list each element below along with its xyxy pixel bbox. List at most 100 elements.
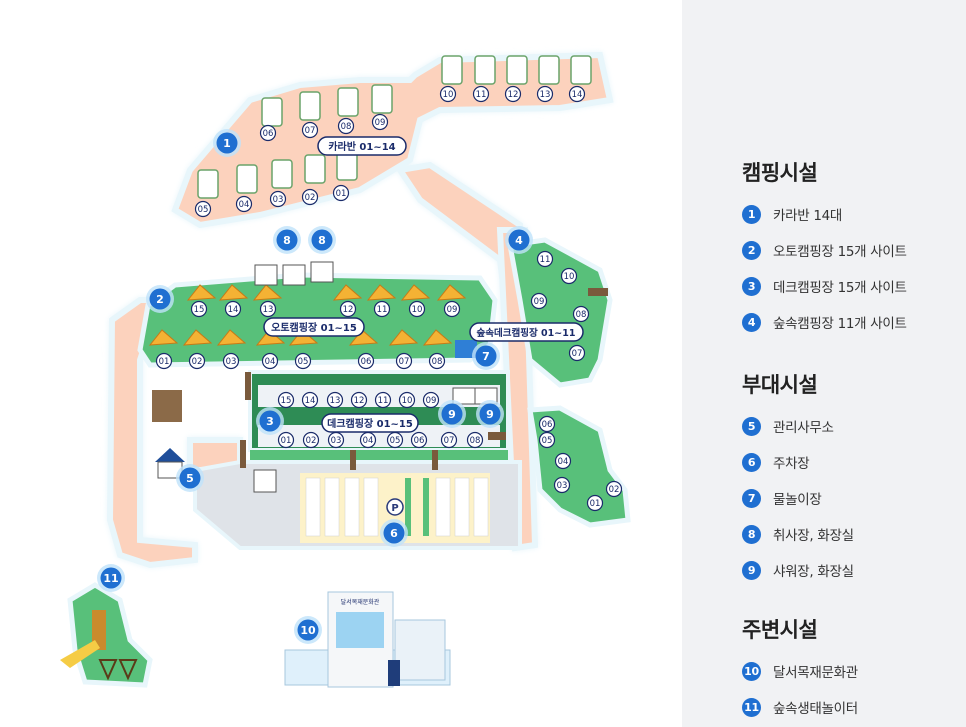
site-caravan-right-number: 11 [476, 90, 487, 100]
tent-units [148, 284, 467, 346]
site-caravan-right-number: 10 [443, 90, 454, 100]
site-caravan-lower-number: 05 [198, 205, 209, 215]
site-forest-lower-chip [554, 452, 572, 470]
legend-item-label: 샤워장, 화장실 [773, 564, 854, 580]
site-deck-bottom-chip [302, 431, 320, 449]
facility-marker-8 [276, 229, 298, 251]
site-auto-top-number: 14 [228, 305, 239, 315]
site-forest-lower-number: 01 [590, 499, 601, 509]
site-forest-upper-chip [568, 344, 586, 362]
site-auto-bottom-number: 08 [432, 357, 443, 367]
site-caravan-lower-chip [301, 188, 319, 206]
deck-camp-zone [248, 370, 510, 465]
facility-marker-number: 8 [283, 234, 291, 247]
wood-deck-decorations [152, 288, 608, 470]
legend-title-nearby: 주변시설 [742, 618, 818, 642]
facility-marker-number: 3 [266, 415, 274, 428]
site-auto-top-chip [373, 300, 391, 318]
legend-item-label: 주차장 [773, 456, 810, 472]
site-deck-top-chip [374, 391, 392, 409]
site-auto-top-number: 10 [412, 305, 423, 315]
facility-marker-5 [179, 467, 201, 489]
site-auto-bottom-chip [188, 352, 206, 370]
site-deck-top-number: 15 [281, 396, 292, 406]
site-auto-bottom-number: 03 [226, 357, 237, 367]
site-auto-bottom-chip [222, 352, 240, 370]
map-canvas: 0504030201060708091011121314151413121110… [60, 51, 631, 688]
site-caravan-right-chip [568, 85, 586, 103]
site-auto-bottom-chip [261, 352, 279, 370]
site-auto-top-number: 13 [263, 305, 274, 315]
site-auto-top-number: 12 [343, 305, 354, 315]
site-auto-bottom-chip [357, 352, 375, 370]
site-deck-bottom-number: 07 [444, 436, 455, 446]
legend-item-label: 물놀이장 [773, 492, 822, 508]
site-forest-lower-number: 04 [558, 457, 569, 467]
legend-item-label: 데크캠핑장 15개 사이트 [773, 280, 907, 296]
buildings [155, 261, 498, 688]
facility-marker-9 [441, 403, 463, 425]
facility-marker-9 [479, 403, 501, 425]
legend-item-parking: 6 주차장 [742, 444, 854, 480]
legend-number-badge: 4 [742, 312, 761, 332]
site-caravan-upper-number: 06 [263, 129, 274, 139]
site-caravan-right-chip [504, 85, 522, 103]
facility-marker-10 [297, 619, 319, 641]
legend-number-badge: 5 [742, 416, 761, 436]
facility-marker-number: 1 [223, 137, 231, 150]
site-caravan-upper-chip [301, 121, 319, 139]
site-forest-lower-number: 02 [609, 485, 620, 495]
site-forest-lower-chip [538, 431, 556, 449]
facility-marker-number: 8 [318, 234, 326, 247]
site-forest-upper-number: 10 [564, 272, 575, 282]
site-caravan-upper-number: 07 [305, 126, 316, 136]
site-deck-top-chip [301, 391, 319, 409]
site-deck-top-number: 10 [402, 396, 413, 406]
site-auto-top-chip [190, 300, 208, 318]
facility-marker-number: 10 [300, 624, 316, 637]
site-auto-bottom-number: 02 [192, 357, 203, 367]
facility-marker-8 [311, 229, 333, 251]
site-deck-top-number: 11 [378, 396, 389, 406]
site-auto-top-chip [408, 300, 426, 318]
site-caravan-upper-chip [259, 124, 277, 142]
site-auto-top-chip [224, 300, 242, 318]
site-caravan-lower-chip [269, 190, 287, 208]
site-deck-bottom-chip [410, 431, 428, 449]
site-caravan-right-number: 13 [540, 90, 551, 100]
forest-deck-label: 숲속데크캠핑장 01~11 [477, 327, 576, 339]
site-deck-bottom-number: 06 [414, 436, 425, 446]
site-deck-top-number: 12 [354, 396, 365, 406]
parking-symbol: P [391, 503, 398, 514]
site-deck-bottom-number: 01 [281, 436, 292, 446]
facility-marker-number: 6 [390, 527, 398, 540]
facility-marker-number: 2 [156, 293, 164, 306]
site-caravan-lower-number: 03 [273, 195, 284, 205]
site-deck-bottom-number: 02 [306, 436, 317, 446]
site-auto-bottom-chip [395, 352, 413, 370]
site-caravan-right-chip [439, 85, 457, 103]
site-caravan-lower-number: 01 [336, 189, 347, 199]
site-deck-bottom-chip [277, 431, 295, 449]
site-forest-upper-number: 07 [572, 349, 583, 359]
site-caravan-upper-chip [337, 117, 355, 135]
facility-marker-number: 5 [186, 472, 194, 485]
legend-item-label: 관리사무소 [773, 420, 834, 436]
zone-labels: 카라반 01~14 오토캠핑장 01~15 숲속데크캠핑장 01~11 데크캠핑… [263, 136, 584, 606]
site-deck-bottom-chip [440, 431, 458, 449]
facility-marker-6 [383, 522, 405, 544]
site-forest-lower-chip [586, 494, 604, 512]
legend-title-camping: 캠핑시설 [742, 161, 818, 185]
site-forest-lower-chip [605, 480, 623, 498]
site-auto-bottom-number: 04 [265, 357, 276, 367]
legend-number-badge: 6 [742, 452, 761, 472]
site-deck-top-chip [277, 391, 295, 409]
legend-item-label: 카라반 14대 [773, 208, 843, 224]
site-caravan-lower-chip [332, 184, 350, 202]
facility-marker-4 [508, 229, 530, 251]
